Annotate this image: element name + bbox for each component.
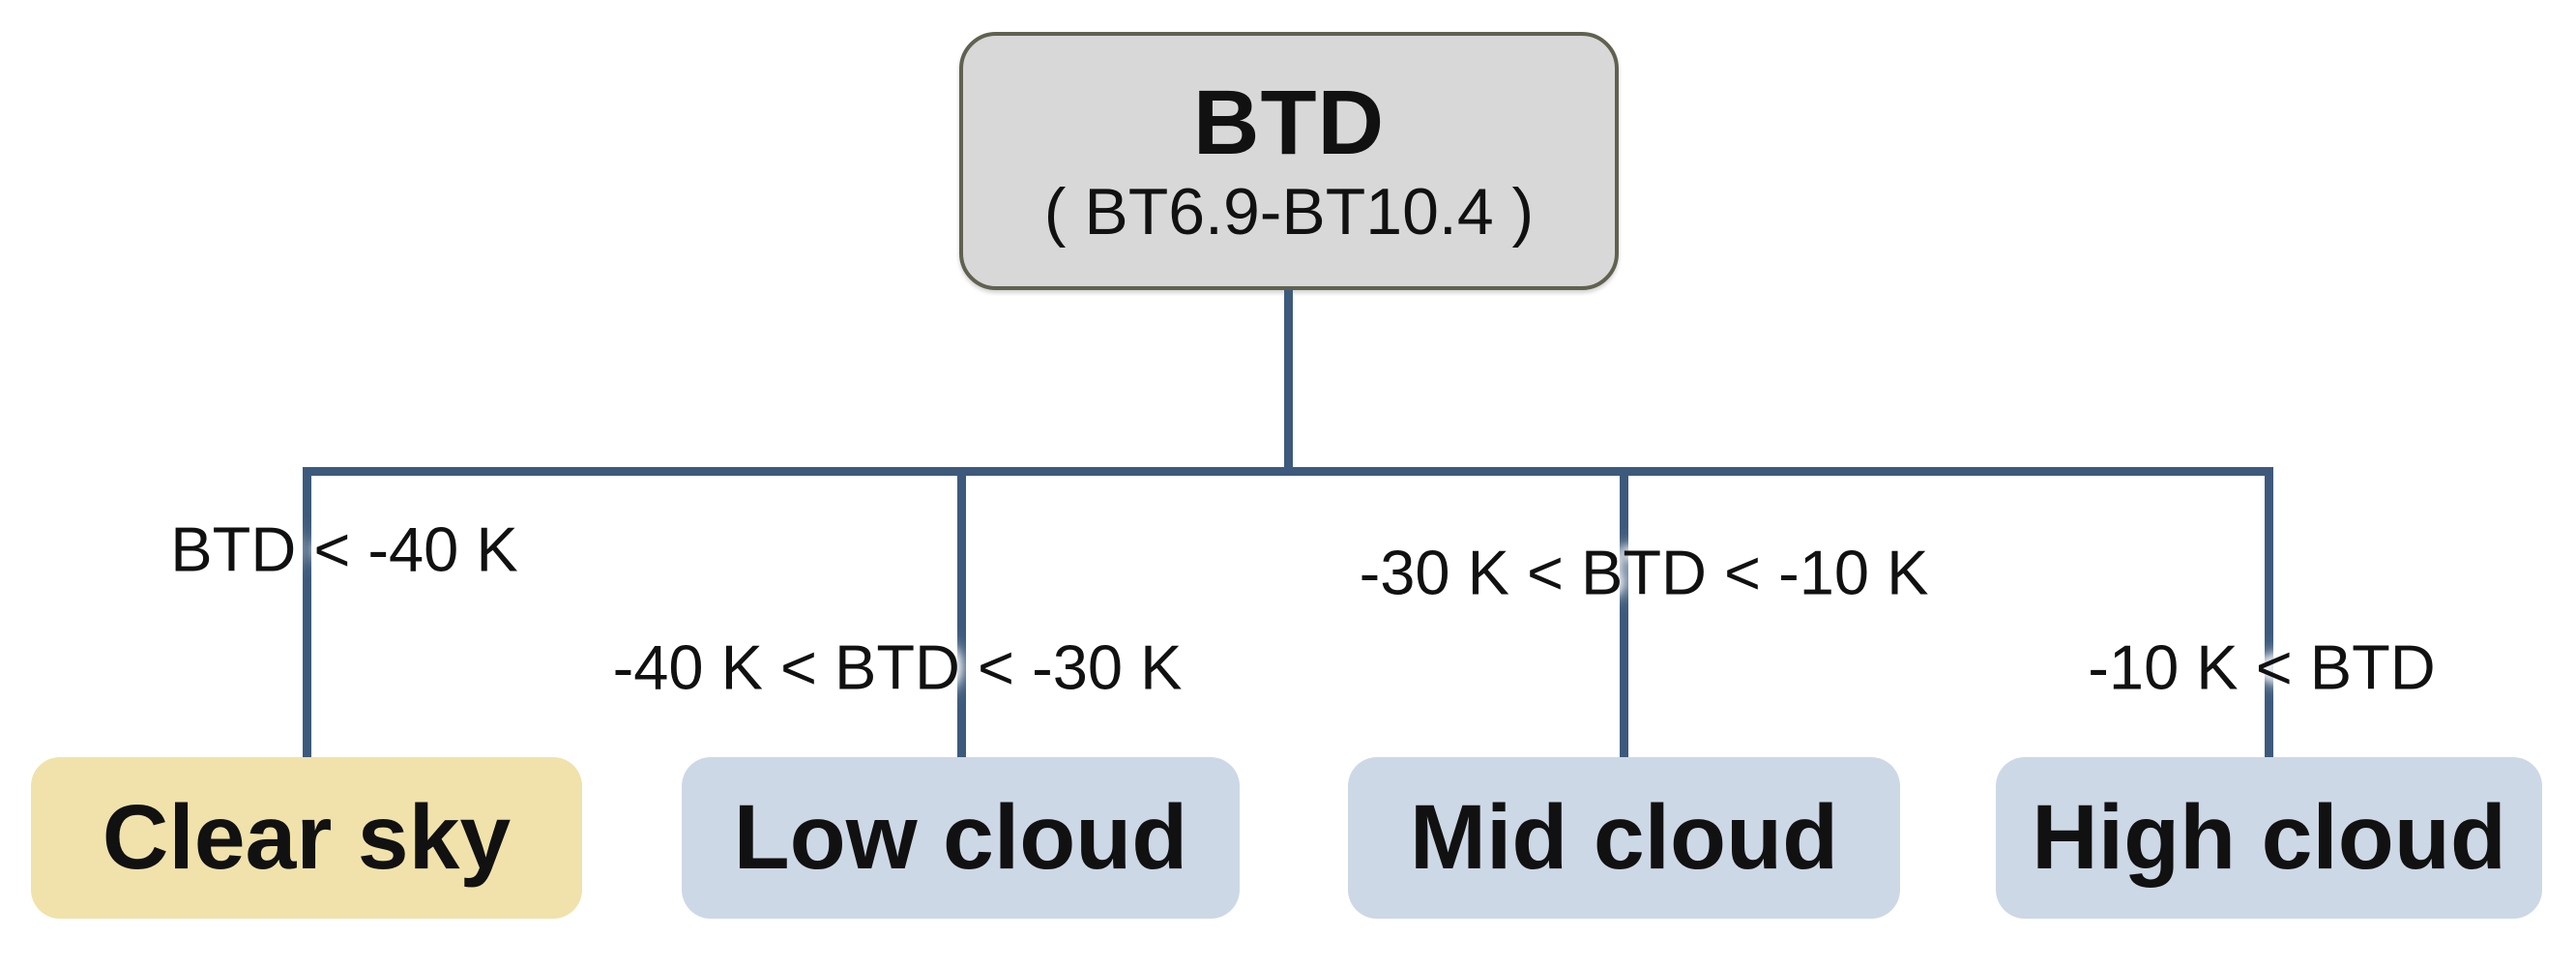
leaf-node-high-cloud: High cloud <box>1996 757 2542 919</box>
condition-label-high-cloud: -10 K < BTD <box>2088 631 2436 703</box>
trunk-connector-line <box>1284 290 1293 476</box>
branch-drop-line-low-cloud <box>957 467 966 757</box>
leaf-node-mid-cloud: Mid cloud <box>1348 757 1900 919</box>
leaf-node-label: High cloud <box>2032 786 2506 889</box>
condition-label-low-cloud: -40 K < BTD < -30 K <box>612 631 1183 703</box>
condition-label-clear-sky: BTD < -40 K <box>170 513 518 585</box>
root-node-title: BTD <box>1192 72 1386 174</box>
branch-drop-line-clear-sky <box>303 467 311 757</box>
leaf-node-label: Clear sky <box>102 786 512 889</box>
root-node-btd: BTD ( BT6.9-BT10.4 ) <box>959 32 1619 290</box>
condition-label-mid-cloud: -30 K < BTD < -10 K <box>1359 537 1929 608</box>
branch-rail-line <box>303 467 2273 476</box>
leaf-node-label: Low cloud <box>733 786 1188 889</box>
leaf-node-low-cloud: Low cloud <box>682 757 1240 919</box>
branch-drop-line-mid-cloud <box>1620 467 1628 757</box>
branch-drop-line-high-cloud <box>2265 467 2273 757</box>
leaf-node-clear-sky: Clear sky <box>31 757 582 919</box>
leaf-node-label: Mid cloud <box>1409 786 1839 889</box>
root-node-subtitle: ( BT6.9-BT10.4 ) <box>1043 175 1535 249</box>
